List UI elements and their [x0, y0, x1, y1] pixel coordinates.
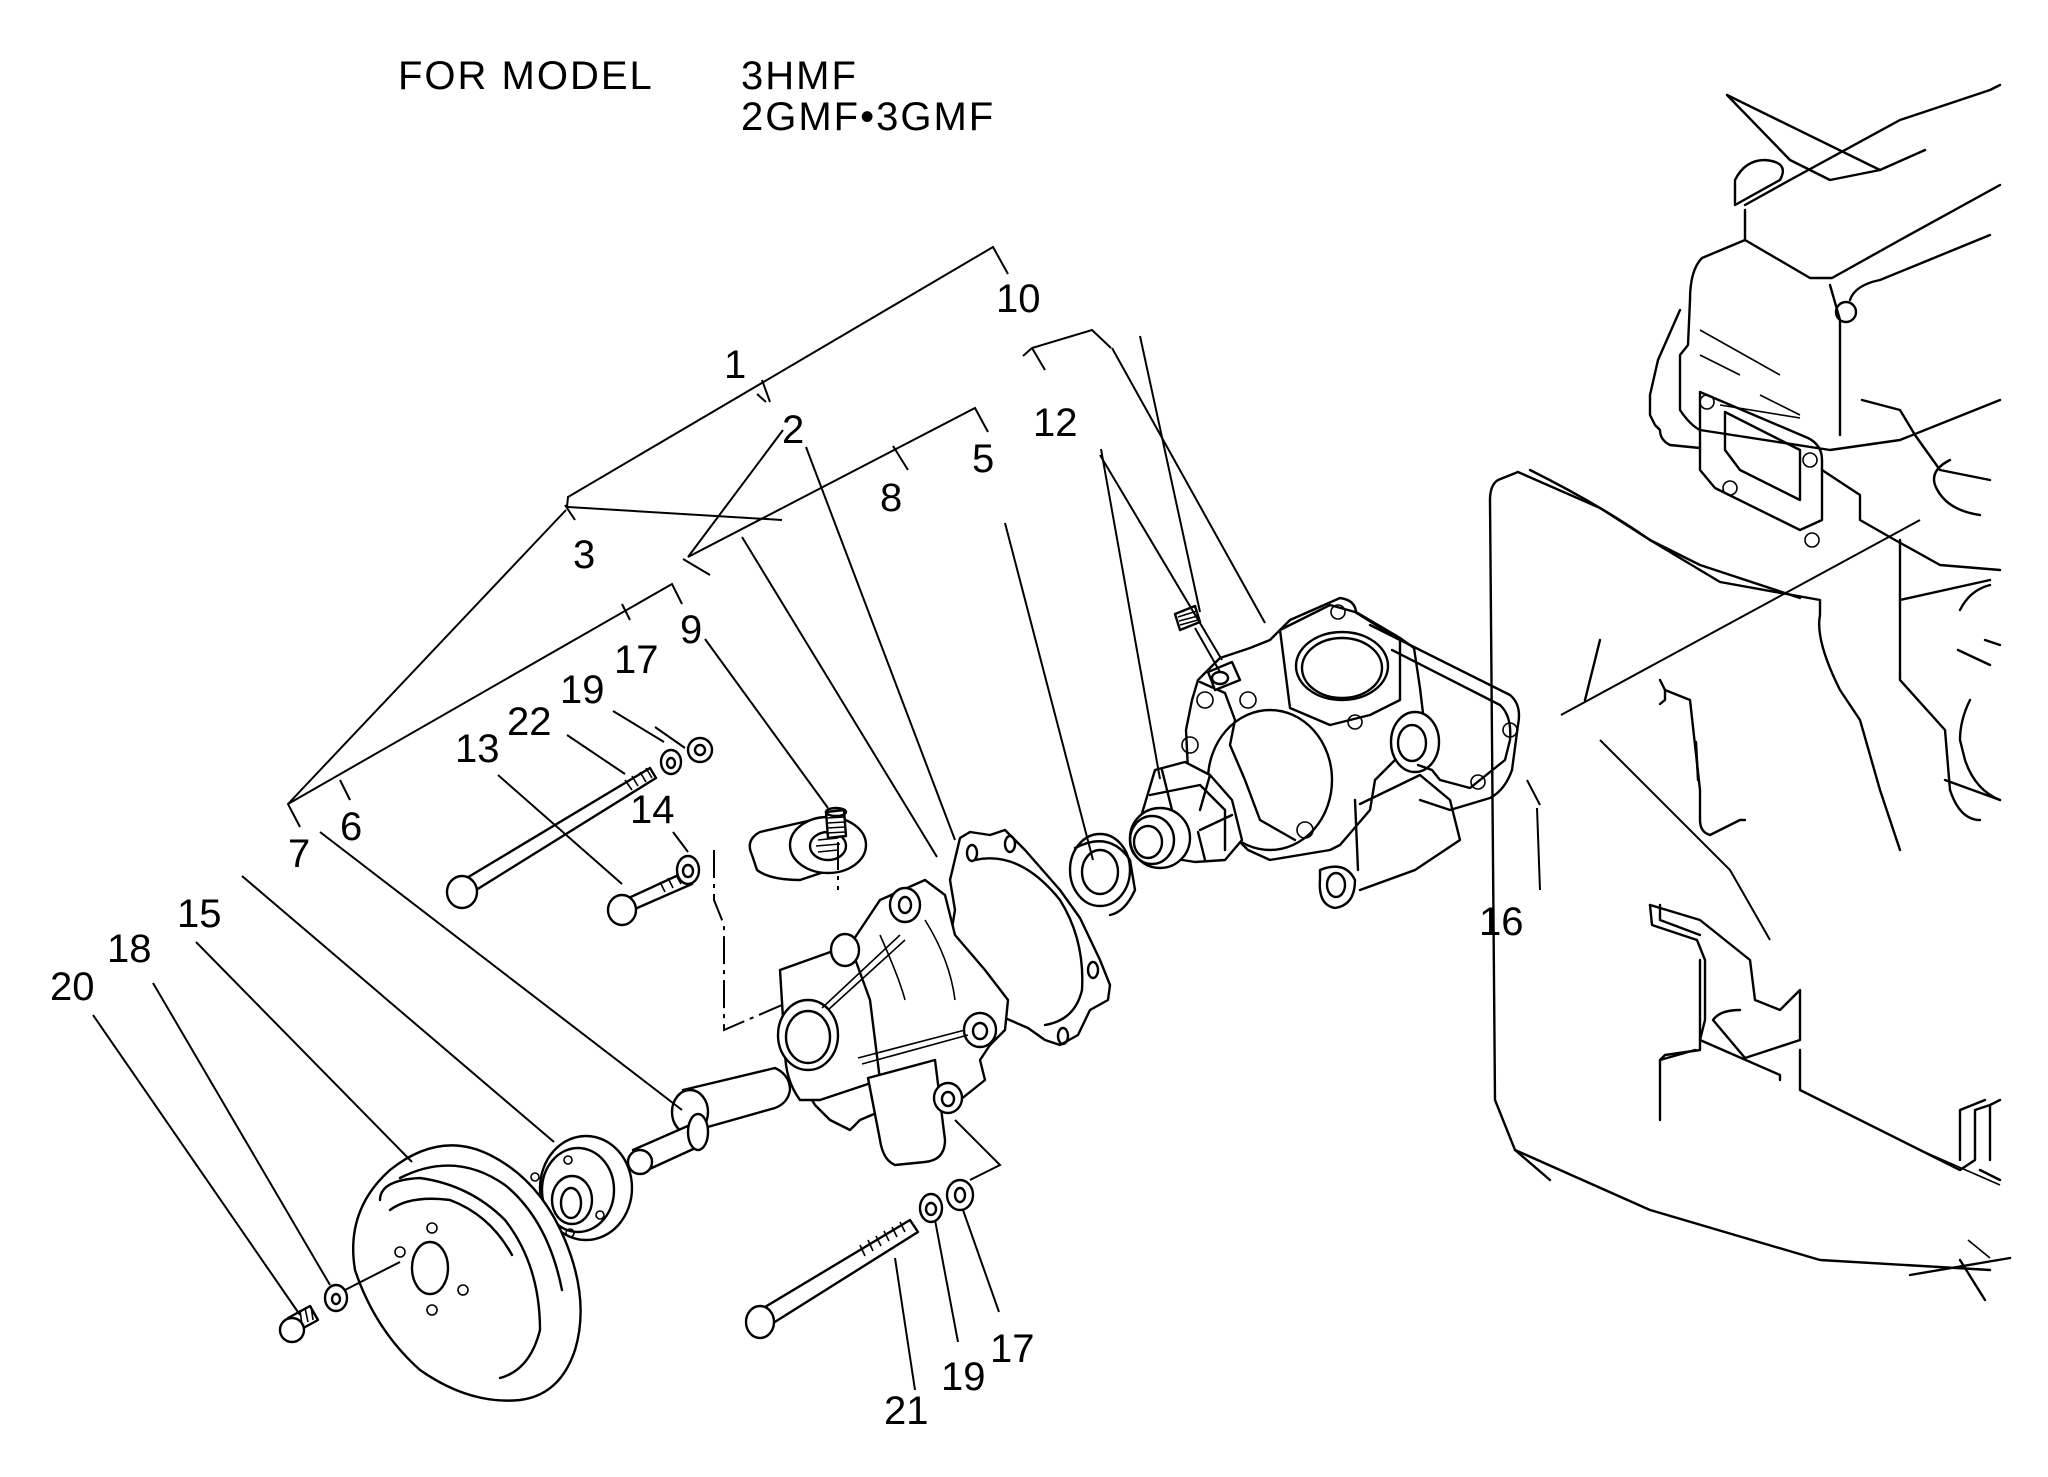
title-model-line-1: 3HMF [741, 54, 858, 98]
title-model-line-2: 2GMF•3GMF [741, 95, 996, 139]
callout-17-upper: 17 [614, 638, 659, 682]
callout-8: 8 [880, 476, 902, 520]
callout-1: 1 [724, 343, 746, 387]
bolt-part-22 [445, 766, 658, 910]
callout-12: 12 [1033, 401, 1078, 445]
flat-washer-part-17-upper [686, 736, 714, 764]
assembly-brackets [286, 245, 1112, 828]
lock-washer-part-19-upper [659, 748, 683, 776]
shaft-bearing-part-6 [626, 1066, 792, 1176]
callout-19-lower: 19 [941, 1355, 986, 1399]
callout-22: 22 [507, 700, 552, 744]
callout-17-lower: 17 [990, 1327, 1035, 1371]
flat-washer-part-17-lower [945, 1178, 975, 1212]
callout-7: 7 [288, 832, 310, 876]
pump-body-assembly [1128, 596, 1521, 910]
washer-part-14 [675, 854, 701, 886]
pulley-part-15 [351, 1144, 582, 1402]
lower-bolt-bracket [954, 1119, 1002, 1181]
callout-18: 18 [107, 927, 152, 971]
callout-3: 3 [573, 533, 595, 577]
callout-19-upper: 19 [560, 668, 605, 712]
callout-9: 9 [680, 608, 702, 652]
leader-lines [92, 335, 1541, 1391]
bolt-part-20 [278, 1304, 320, 1344]
callout-labels: 1 2 3 5 6 7 8 9 10 12 13 14 15 16 17 17 … [50, 277, 1524, 1433]
callout-15: 15 [177, 892, 222, 936]
lock-washer-part-18 [323, 1283, 349, 1313]
pump-housing-part-2 [748, 806, 1112, 1167]
bolt-part-21 [744, 1218, 920, 1340]
callout-2: 2 [782, 408, 804, 452]
callout-14: 14 [630, 788, 675, 832]
mechanical-seal-part-8 [1068, 832, 1137, 917]
callout-10: 10 [996, 277, 1041, 321]
leader-line-16-engine [1560, 519, 1921, 716]
assembly-centerline-14 [713, 850, 783, 1032]
pulley-bolt-axis [344, 1261, 401, 1291]
title-prefix: FOR MODEL [398, 54, 654, 98]
callout-5: 5 [972, 437, 994, 481]
pulley-hub-part-7 [530, 1134, 634, 1242]
callout-20: 20 [50, 965, 95, 1009]
callout-16: 16 [1479, 900, 1524, 944]
callout-6: 6 [340, 805, 362, 849]
lock-washer-part-19-lower [918, 1192, 944, 1224]
engine-block [1488, 83, 2012, 1302]
callout-21: 21 [884, 1389, 929, 1433]
leader-line-engine-case [1599, 739, 1771, 941]
callout-13: 13 [455, 727, 500, 771]
